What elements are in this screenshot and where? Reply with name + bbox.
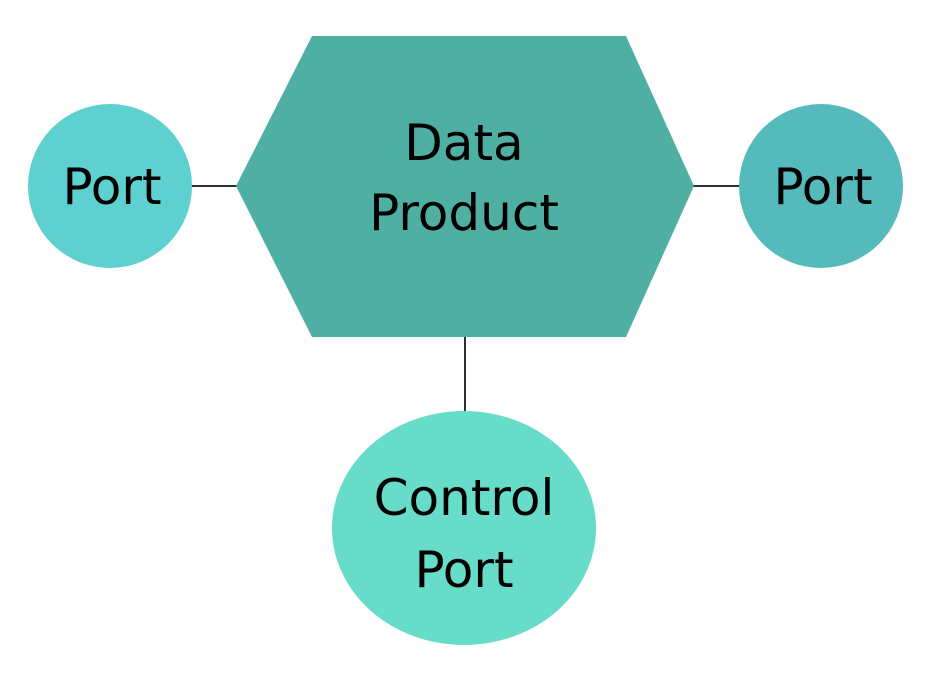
port-right-label: Port (773, 158, 872, 216)
port-left-label: Port (62, 158, 161, 216)
data-product-label-line1: Data (404, 114, 523, 172)
port-left-circle (28, 104, 192, 268)
control-port-label-line2: Port (414, 541, 513, 599)
control-port-ellipse (332, 411, 596, 645)
port-right-circle (739, 104, 903, 268)
data-product-node[interactable]: Data Product (236, 36, 694, 337)
data-product-hexagon (236, 36, 694, 337)
control-port-node[interactable]: Control Port (332, 411, 596, 645)
data-product-label-line2: Product (369, 184, 559, 242)
control-port-label-line1: Control (374, 469, 555, 527)
port-left-node[interactable]: Port (28, 104, 192, 268)
port-right-node[interactable]: Port (739, 104, 903, 268)
